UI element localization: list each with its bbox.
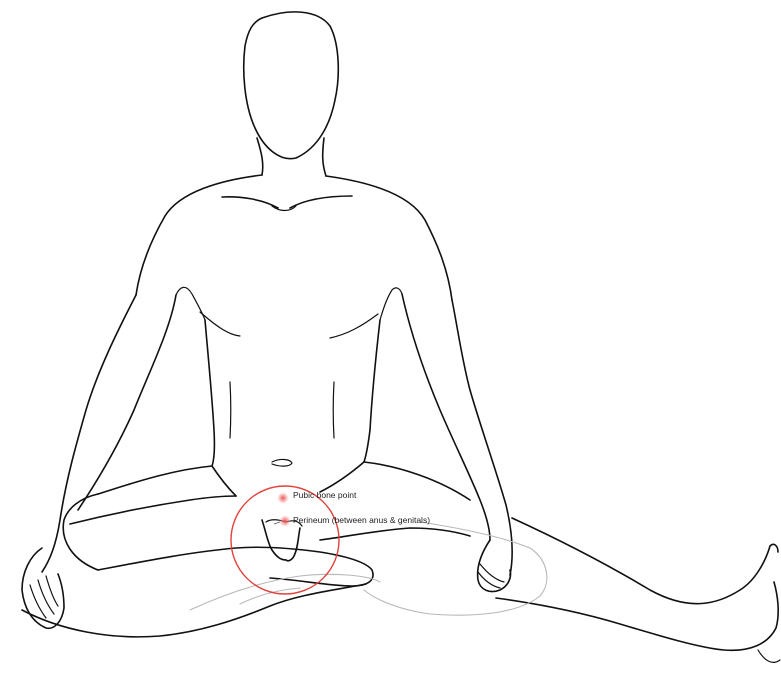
- right-leg-extended-top: [512, 518, 778, 604]
- torso-left-side: [205, 320, 214, 466]
- right-fingers: [478, 564, 504, 588]
- left-hand: [22, 548, 64, 628]
- groin-right: [286, 528, 300, 561]
- left-thigh-top: [98, 466, 212, 494]
- torso-right-side: [364, 320, 380, 462]
- neck-left: [257, 138, 263, 175]
- faint-guide-knee: [240, 588, 300, 604]
- pubic-bone-label: Pubic bone point: [293, 490, 357, 500]
- left-arm-inner: [78, 295, 176, 510]
- right-thigh-bottom: [320, 528, 470, 540]
- right-arm-inner: [402, 294, 490, 540]
- perineum-marker: [279, 515, 291, 527]
- head-outline: [244, 12, 339, 159]
- shoulder-right: [326, 176, 452, 300]
- navel: [272, 459, 292, 466]
- left-thigh-bottom: [70, 496, 236, 524]
- left-armpit: [176, 287, 205, 320]
- abdomen-line-left: [230, 382, 231, 438]
- left-fingers: [30, 576, 58, 618]
- neck-right: [323, 138, 326, 176]
- right-thigh-top: [364, 462, 470, 500]
- collarbone-right: [290, 196, 352, 208]
- perineum-leader: [274, 522, 280, 524]
- abdomen-line-right: [333, 382, 334, 438]
- shoulder-left: [136, 175, 262, 295]
- collarbone-left: [222, 197, 278, 208]
- pubic-bone-marker: [277, 492, 289, 504]
- left-arm-outer: [42, 295, 136, 572]
- hip-left: [212, 466, 236, 496]
- perineum-label: Perineum (between anus & genitals): [293, 515, 430, 525]
- right-hand: [478, 540, 511, 592]
- hip-right: [320, 462, 364, 492]
- pectoral-right: [330, 314, 378, 338]
- right-armpit: [380, 288, 402, 320]
- left-calf-outer: [22, 584, 366, 637]
- right-foot-toes: [758, 650, 780, 662]
